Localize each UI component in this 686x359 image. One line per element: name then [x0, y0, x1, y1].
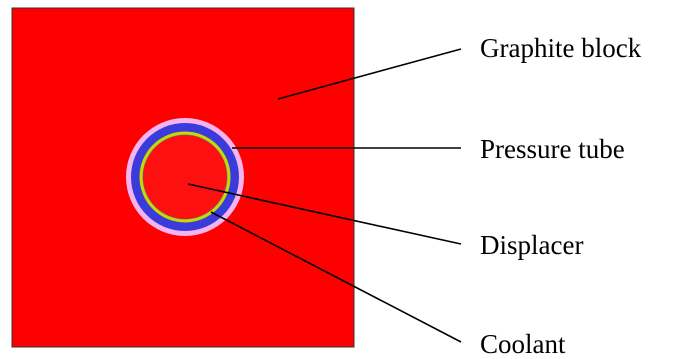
coolant-ring: [139, 131, 231, 223]
displacer-disc: [143, 135, 227, 219]
displacer-leader-line: [187, 183, 462, 245]
coolant-label: Coolant: [480, 329, 566, 359]
graphite-block-label: Graphite block: [480, 33, 642, 63]
pressure-tube-label: Pressure tube: [480, 134, 625, 164]
graphite-block-leader-line: [277, 48, 462, 100]
displacer-label: Displacer: [480, 230, 584, 260]
coolant-leader-line: [210, 211, 462, 343]
